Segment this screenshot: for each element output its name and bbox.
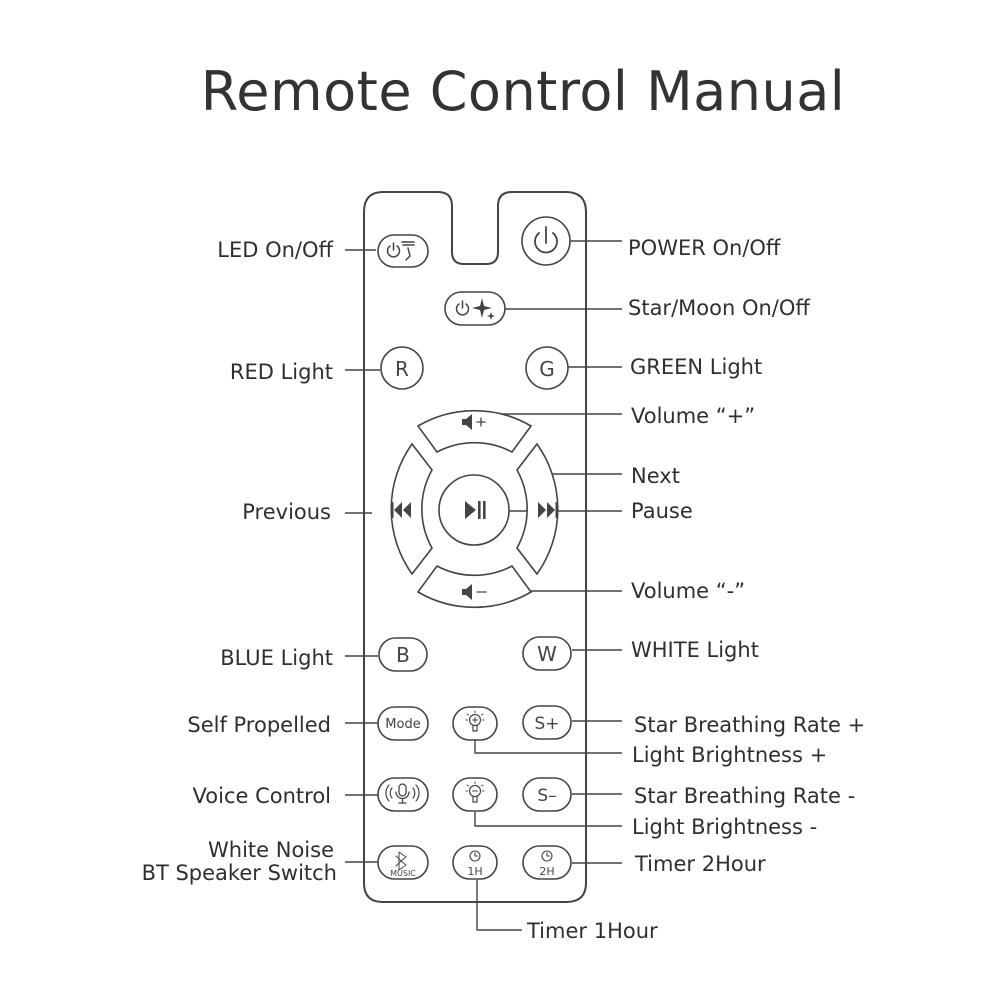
label-power: POWER On/Off [628, 236, 781, 260]
label-previous: Previous [242, 500, 331, 524]
bulb-plus-icon [465, 710, 485, 732]
volume-up-icon [462, 414, 486, 430]
clock-icon [541, 850, 553, 862]
music-bt-button[interactable]: MUSIC [377, 845, 429, 880]
previous-button[interactable] [390, 442, 433, 576]
white-light-button[interactable]: W [522, 636, 572, 671]
d-pad [390, 409, 559, 609]
power-star-icon [455, 298, 495, 320]
volume-up-button[interactable] [416, 409, 533, 454]
bulb-minus-icon [465, 781, 485, 803]
music-button-label: MUSIC [390, 869, 416, 878]
label-pause: Pause [631, 499, 693, 523]
white-button-label: W [537, 642, 557, 666]
s-minus-button-label: S– [537, 786, 556, 806]
mode-button-label: Mode [385, 717, 420, 732]
timer-1h-button-label: 1H [467, 865, 482, 878]
leader-brightness-plus [474, 740, 622, 754]
volume-down-button[interactable] [416, 564, 533, 609]
page-title: Remote Control Manual [201, 60, 846, 123]
label-star-moon: Star/Moon On/Off [628, 296, 810, 320]
timer-1h-button[interactable]: 1H [452, 845, 498, 880]
star-rate-down-button[interactable]: S– [522, 777, 572, 812]
label-star-rate-minus: Star Breathing Rate - [634, 784, 855, 808]
blue-light-button[interactable]: B [378, 637, 428, 672]
label-next: Next [631, 464, 680, 488]
label-volume-up: Volume “+” [631, 404, 755, 428]
label-led: LED On/Off [217, 238, 333, 262]
brightness-up-button[interactable] [452, 706, 498, 741]
callout-labels: LED On/Off POWER On/Off Star/Moon On/Off… [142, 236, 866, 943]
blue-button-label: B [396, 643, 410, 667]
label-blue: BLUE Light [220, 646, 333, 670]
timer-2h-button[interactable]: 2H [522, 845, 572, 880]
power-led-icon [386, 241, 415, 261]
green-button-label: G [539, 357, 555, 381]
label-volume-down: Volume “-” [631, 579, 745, 603]
label-star-rate-plus: Star Breathing Rate + [634, 713, 865, 737]
star-moon-button[interactable] [444, 291, 506, 326]
power-button[interactable] [521, 216, 571, 266]
play-pause-icon [465, 501, 486, 519]
label-bt-speaker: BT Speaker Switch [142, 861, 337, 885]
label-timer-2h: Timer 2Hour [634, 852, 766, 876]
led-on-off-button[interactable] [377, 234, 429, 268]
microphone-icon [385, 783, 420, 804]
power-icon [534, 226, 558, 254]
leader-brightness-minus [474, 812, 622, 827]
brightness-down-button[interactable] [452, 777, 498, 812]
label-timer-1h: Timer 1Hour [526, 919, 658, 943]
label-voice: Voice Control [193, 784, 331, 808]
next-icon [538, 502, 558, 518]
previous-icon [391, 502, 411, 518]
play-pause-button[interactable] [438, 474, 510, 546]
s-plus-button-label: S+ [534, 714, 559, 734]
red-light-button[interactable]: R [380, 346, 424, 390]
red-button-label: R [395, 357, 409, 381]
label-white-noise: White Noise [208, 838, 334, 862]
label-white: WHITE Light [631, 638, 759, 662]
star-rate-up-button[interactable]: S+ [522, 705, 572, 740]
label-green: GREEN Light [630, 355, 762, 379]
label-brightness-plus: Light Brightness + [632, 743, 827, 767]
leader-timer-1h [476, 880, 522, 931]
next-button[interactable] [516, 442, 559, 576]
volume-down-icon [462, 584, 487, 600]
timer-2h-button-label: 2H [539, 865, 554, 878]
label-brightness-minus: Light Brightness - [632, 815, 817, 839]
voice-control-button[interactable] [377, 777, 429, 812]
bluetooth-icon [395, 851, 407, 871]
label-self-propelled: Self Propelled [187, 713, 331, 737]
clock-icon [469, 850, 481, 862]
green-light-button[interactable]: G [525, 346, 569, 390]
label-red: RED Light [230, 360, 333, 384]
mode-button[interactable]: Mode [377, 706, 429, 741]
